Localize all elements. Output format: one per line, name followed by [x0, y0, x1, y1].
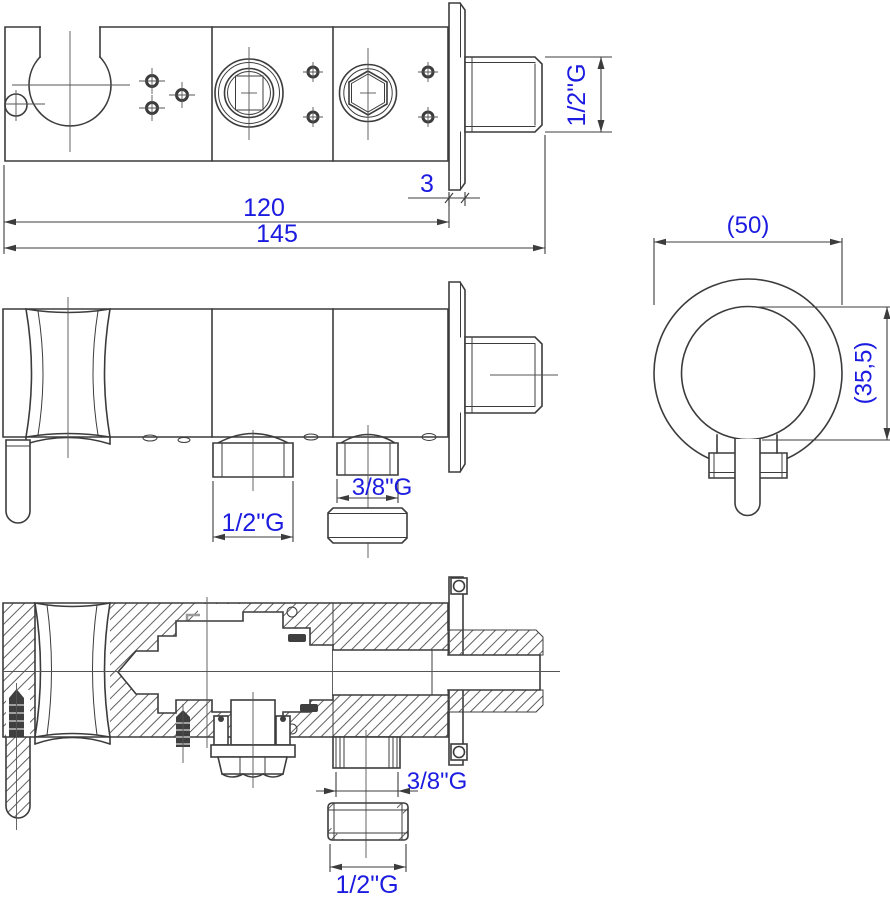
top-notch	[39, 26, 101, 58]
inlet-thread-lines	[464, 56, 536, 133]
seal-top	[288, 634, 306, 642]
set-screw	[176, 704, 190, 763]
casting-mark	[421, 433, 437, 441]
side-nut-neck	[716, 434, 778, 454]
dim-inlet-thread: 1/2"G	[545, 56, 612, 133]
flange-screw-top-head	[452, 579, 466, 593]
loose-nut-front	[327, 507, 408, 544]
dim-knob-diameter: (35,5)	[752, 306, 890, 441]
inlet-pipe-top	[464, 56, 543, 133]
front-outlet-half-inch: 1/2"G	[212, 430, 294, 542]
front-view: 1/2"G 3/8"G	[2, 281, 558, 558]
section-outlet-threaded: 3/8"G	[316, 730, 467, 858]
seal-bottom	[300, 704, 318, 712]
section-bore-lines	[332, 649, 449, 696]
body-length-label: 120	[243, 194, 285, 222]
casting-mark	[142, 434, 158, 442]
dim-overall-length: 145	[4, 135, 546, 254]
front-right-outlet-label: 3/8"G	[352, 474, 413, 501]
escutcheon-diameter-label: (50)	[727, 212, 770, 239]
side-view: (50) (35,5)	[653, 212, 890, 517]
knob-diameter-label: (35,5)	[851, 342, 878, 405]
dim-escutcheon-diameter: (50)	[653, 212, 843, 305]
dim-body-length: 120	[3, 165, 450, 254]
top-view: 1/2"G 3 120 145	[3, 2, 612, 254]
section-pipe-bore-lines	[447, 654, 541, 691]
wall-flange-front	[448, 281, 466, 473]
inlet-pipe-front-threads	[464, 336, 536, 414]
front-left-outlet-label: 1/2"G	[221, 509, 284, 537]
hex-port	[338, 48, 438, 140]
inlet-thread-label: 1/2"G	[563, 63, 591, 126]
section-pipe-wall-bottom	[447, 689, 544, 713]
top-body-outline	[4, 26, 449, 162]
front-body-outline	[2, 308, 449, 438]
casting-mark	[303, 433, 319, 441]
section-pipe-wall-top	[447, 629, 544, 656]
flange-thickness-label: 3	[420, 170, 434, 198]
overall-length-label: 145	[256, 220, 298, 248]
front-rod	[5, 439, 31, 524]
dim-flange-thickness: 3	[408, 170, 480, 206]
left-stud-and-rod	[5, 683, 31, 830]
round-port	[214, 47, 323, 140]
section-top-notch	[198, 604, 243, 621]
section-bore-fill	[333, 650, 448, 695]
flange-screw-bottom-head	[452, 745, 466, 759]
section-bracket-lip	[33, 736, 112, 746]
front-outlet-three-eighth: 3/8"G	[327, 425, 413, 558]
knob-circle	[680, 305, 816, 441]
seal-screw-top	[286, 606, 298, 618]
section-adapter-label: 1/2"G	[335, 871, 398, 898]
casting-mark	[177, 437, 191, 443]
section-bracket-inner	[46, 604, 98, 736]
side-rod	[734, 439, 761, 517]
section-view: 3/8"G 1/2"G	[2, 576, 560, 898]
section-outlet-capped	[210, 692, 296, 788]
bracket-inner-lines	[37, 310, 99, 436]
section-cartridge	[116, 611, 334, 728]
section-pipe-bore	[448, 655, 540, 690]
wall-flange-top	[448, 2, 466, 191]
section-adapter-nut: 1/2"G	[327, 802, 409, 898]
section-bracket	[34, 602, 111, 738]
screw-holes-left	[139, 68, 195, 121]
